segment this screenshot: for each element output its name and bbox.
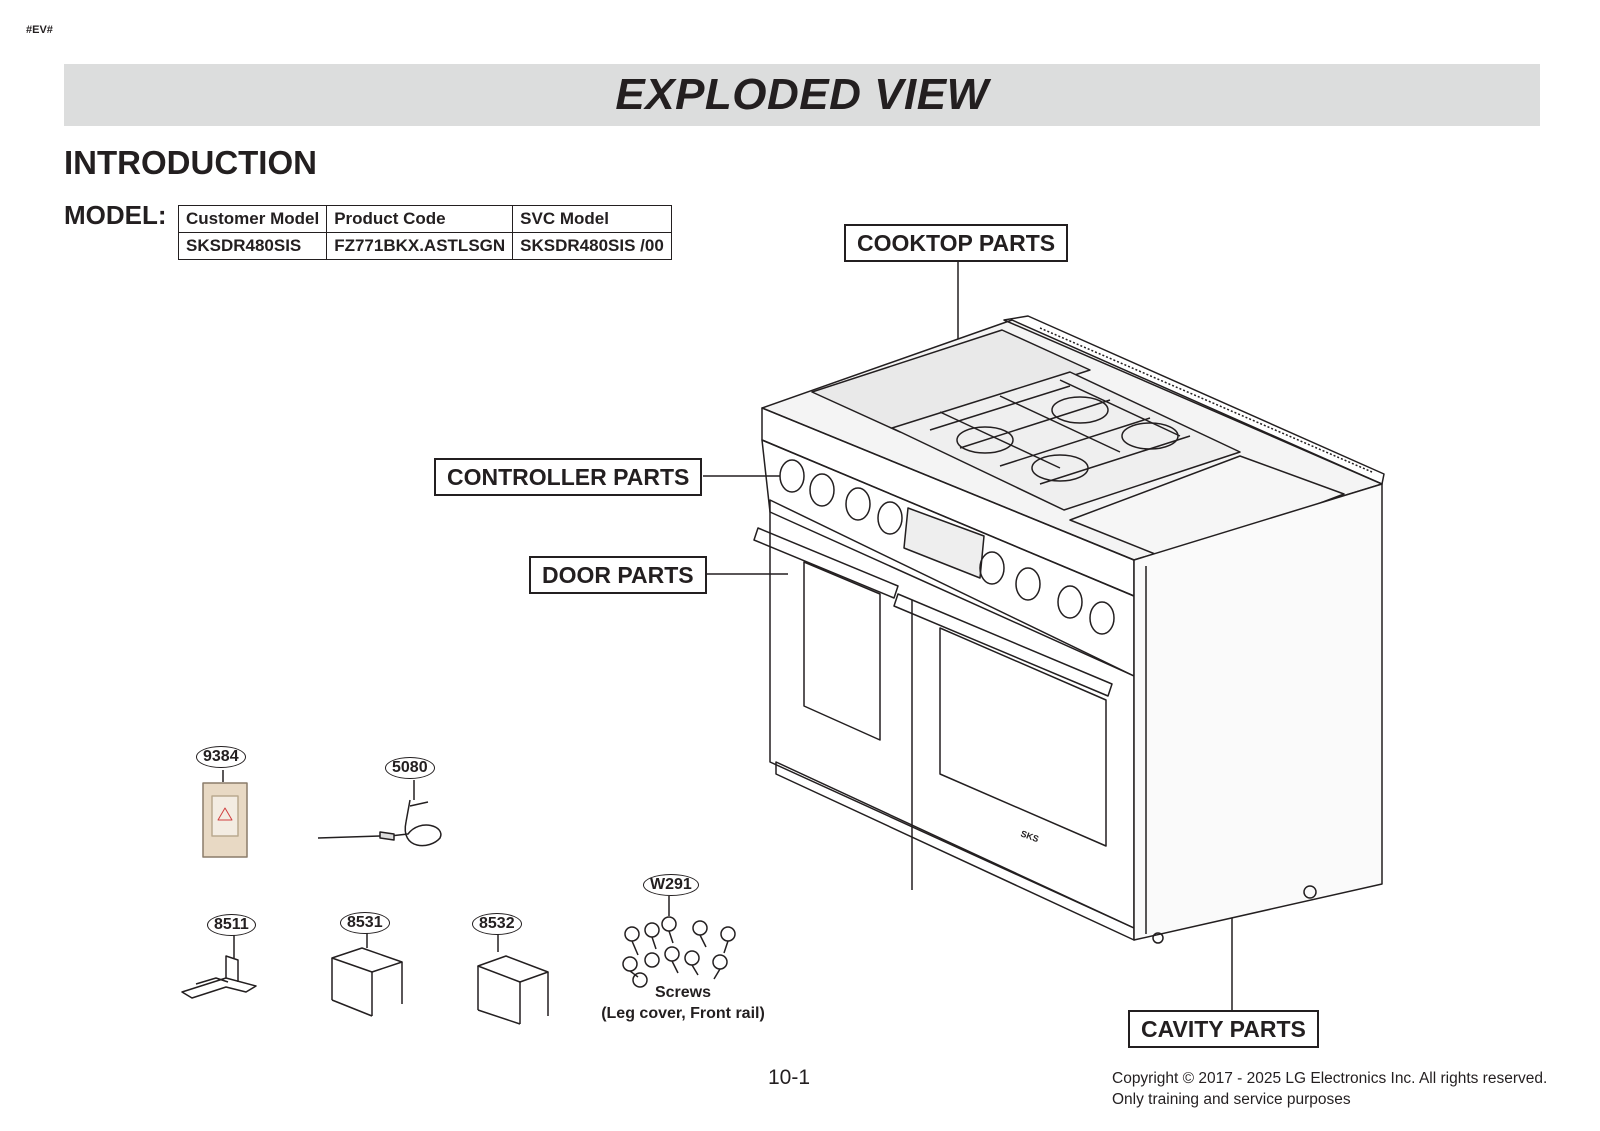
part-number-9384: 9384	[196, 746, 246, 768]
part-number-5080: 5080	[385, 757, 435, 779]
part-number-8531: 8531	[340, 912, 390, 934]
table-row: SKSDR480SIS FZ771BKX.ASTLSGN SKSDR480SIS…	[177, 232, 672, 260]
model-label: MODEL:	[64, 200, 167, 230]
range-illustration	[753, 315, 1385, 944]
copyright-line1: Copyright © 2017 - 2025 LG Electronics I…	[1112, 1070, 1548, 1087]
cell-svc-model: SKSDR480SIS /00	[512, 232, 672, 260]
header-customer-model: Customer Model	[177, 205, 328, 233]
cooktop-parts-callout[interactable]: COOKTOP PARTS	[844, 224, 1069, 262]
part-number-w291: W291	[643, 874, 699, 896]
page-title: EXPLODED VIEW	[615, 70, 989, 119]
part-8532-front-rail	[477, 934, 549, 1025]
part-8511-bracket	[181, 935, 257, 999]
header-banner: EXPLODED VIEW	[64, 64, 1540, 126]
cell-product-code: FZ771BKX.ASTLSGN	[326, 232, 514, 260]
door-parts-callout[interactable]: DOOR PARTS	[529, 556, 707, 594]
screws-caption-line2: (Leg cover, Front rail)	[601, 1005, 765, 1022]
table-header-row: Customer Model Product Code SVC Model	[177, 205, 672, 233]
model-table: Customer Model Product Code SVC Model SK…	[177, 205, 672, 260]
part-9384-manual-bag	[202, 770, 248, 858]
screws-caption-line1: Screws	[654, 984, 712, 1001]
part-5080-probe	[317, 780, 442, 847]
page-tag: #EV#	[26, 24, 53, 36]
copyright-notice: Copyright © 2017 - 2025 LG Electronics I…	[1112, 1068, 1547, 1110]
cavity-parts-callout[interactable]: CAVITY PARTS	[1128, 1010, 1319, 1048]
part-w291-screws	[622, 896, 736, 988]
part-8531-leg-cover	[331, 933, 403, 1017]
range-brand-mark: SKS	[1019, 828, 1040, 844]
cell-customer-model: SKSDR480SIS	[177, 232, 328, 260]
page-number: 10-1	[768, 1066, 811, 1089]
header-product-code: Product Code	[326, 205, 514, 233]
copyright-line2: Only training and service purposes	[1112, 1091, 1351, 1108]
part-number-8532: 8532	[472, 913, 522, 935]
section-title: INTRODUCTION	[64, 144, 317, 181]
part-number-8511: 8511	[207, 914, 256, 936]
controller-parts-callout[interactable]: CONTROLLER PARTS	[434, 458, 703, 496]
screws-caption: Screws (Leg cover, Front rail)	[588, 982, 778, 1024]
